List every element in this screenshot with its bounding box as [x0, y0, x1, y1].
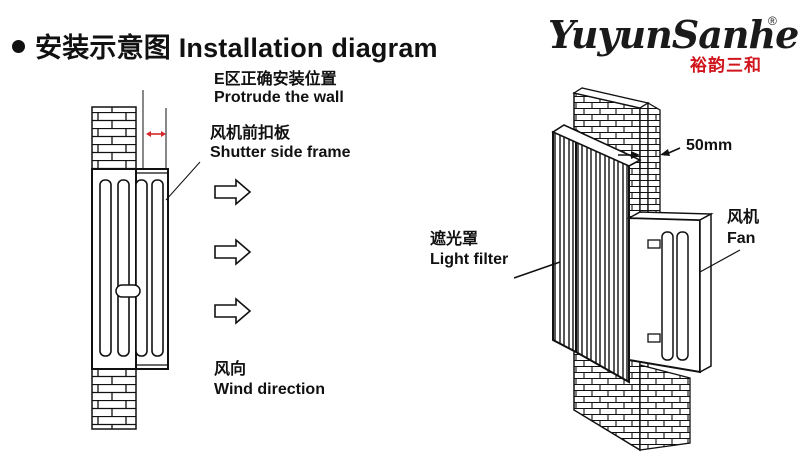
fan-guard-slot [661, 231, 674, 361]
title-text: 安装示意图 Installation diagram [35, 33, 438, 63]
protrude-label-en: Protrude the wall [214, 89, 344, 106]
brand-logo: YuyunSanhe [548, 12, 799, 57]
wall-top [91, 106, 137, 170]
wall-top-right [647, 101, 661, 221]
frame-label-en: Shutter side frame [210, 144, 351, 161]
filter-label-cn: 遮光罩 [430, 231, 479, 248]
bullet-icon [12, 40, 25, 53]
fan-guard-slot [676, 231, 689, 361]
protrude-label-cn: E区正确安装位置 [214, 71, 337, 88]
protrude-arrow-icon [146, 131, 166, 137]
wind-label-cn: 风向 [214, 361, 247, 378]
dimension-arrow-icon [618, 147, 681, 159]
fan-slot [99, 179, 112, 357]
frame-leader-line [165, 161, 201, 201]
gap-label: 50mm [686, 137, 733, 154]
left-side-view [91, 90, 252, 430]
fan-bracket [647, 239, 661, 249]
fan-label-en: Fan [727, 230, 756, 247]
filter-leader-line [513, 261, 561, 279]
fan-slot [117, 179, 130, 357]
wind-arrow-icon [214, 178, 252, 325]
wind-label-en: Wind direction [214, 381, 325, 398]
light-filter [552, 128, 630, 384]
registered-mark: ® [768, 14, 777, 28]
frame-label-cn: 风机前扣板 [210, 125, 291, 142]
page-title: 安装示意图 Installation diagram [12, 26, 438, 65]
wall-bottom [91, 368, 137, 430]
right-perspective-view [513, 87, 741, 452]
fan-slot [151, 179, 164, 357]
wall-right [639, 364, 691, 451]
shutter-frame [136, 168, 169, 370]
fan-label-cn: 风机 [727, 209, 760, 226]
fan-bracket [647, 333, 661, 343]
fan-handle [115, 284, 141, 298]
fan-leader-line [699, 249, 741, 273]
fan-slot [135, 179, 148, 357]
brand-name-cn: 裕韵三和 [690, 56, 762, 75]
filter-label-en: Light filter [430, 251, 509, 268]
